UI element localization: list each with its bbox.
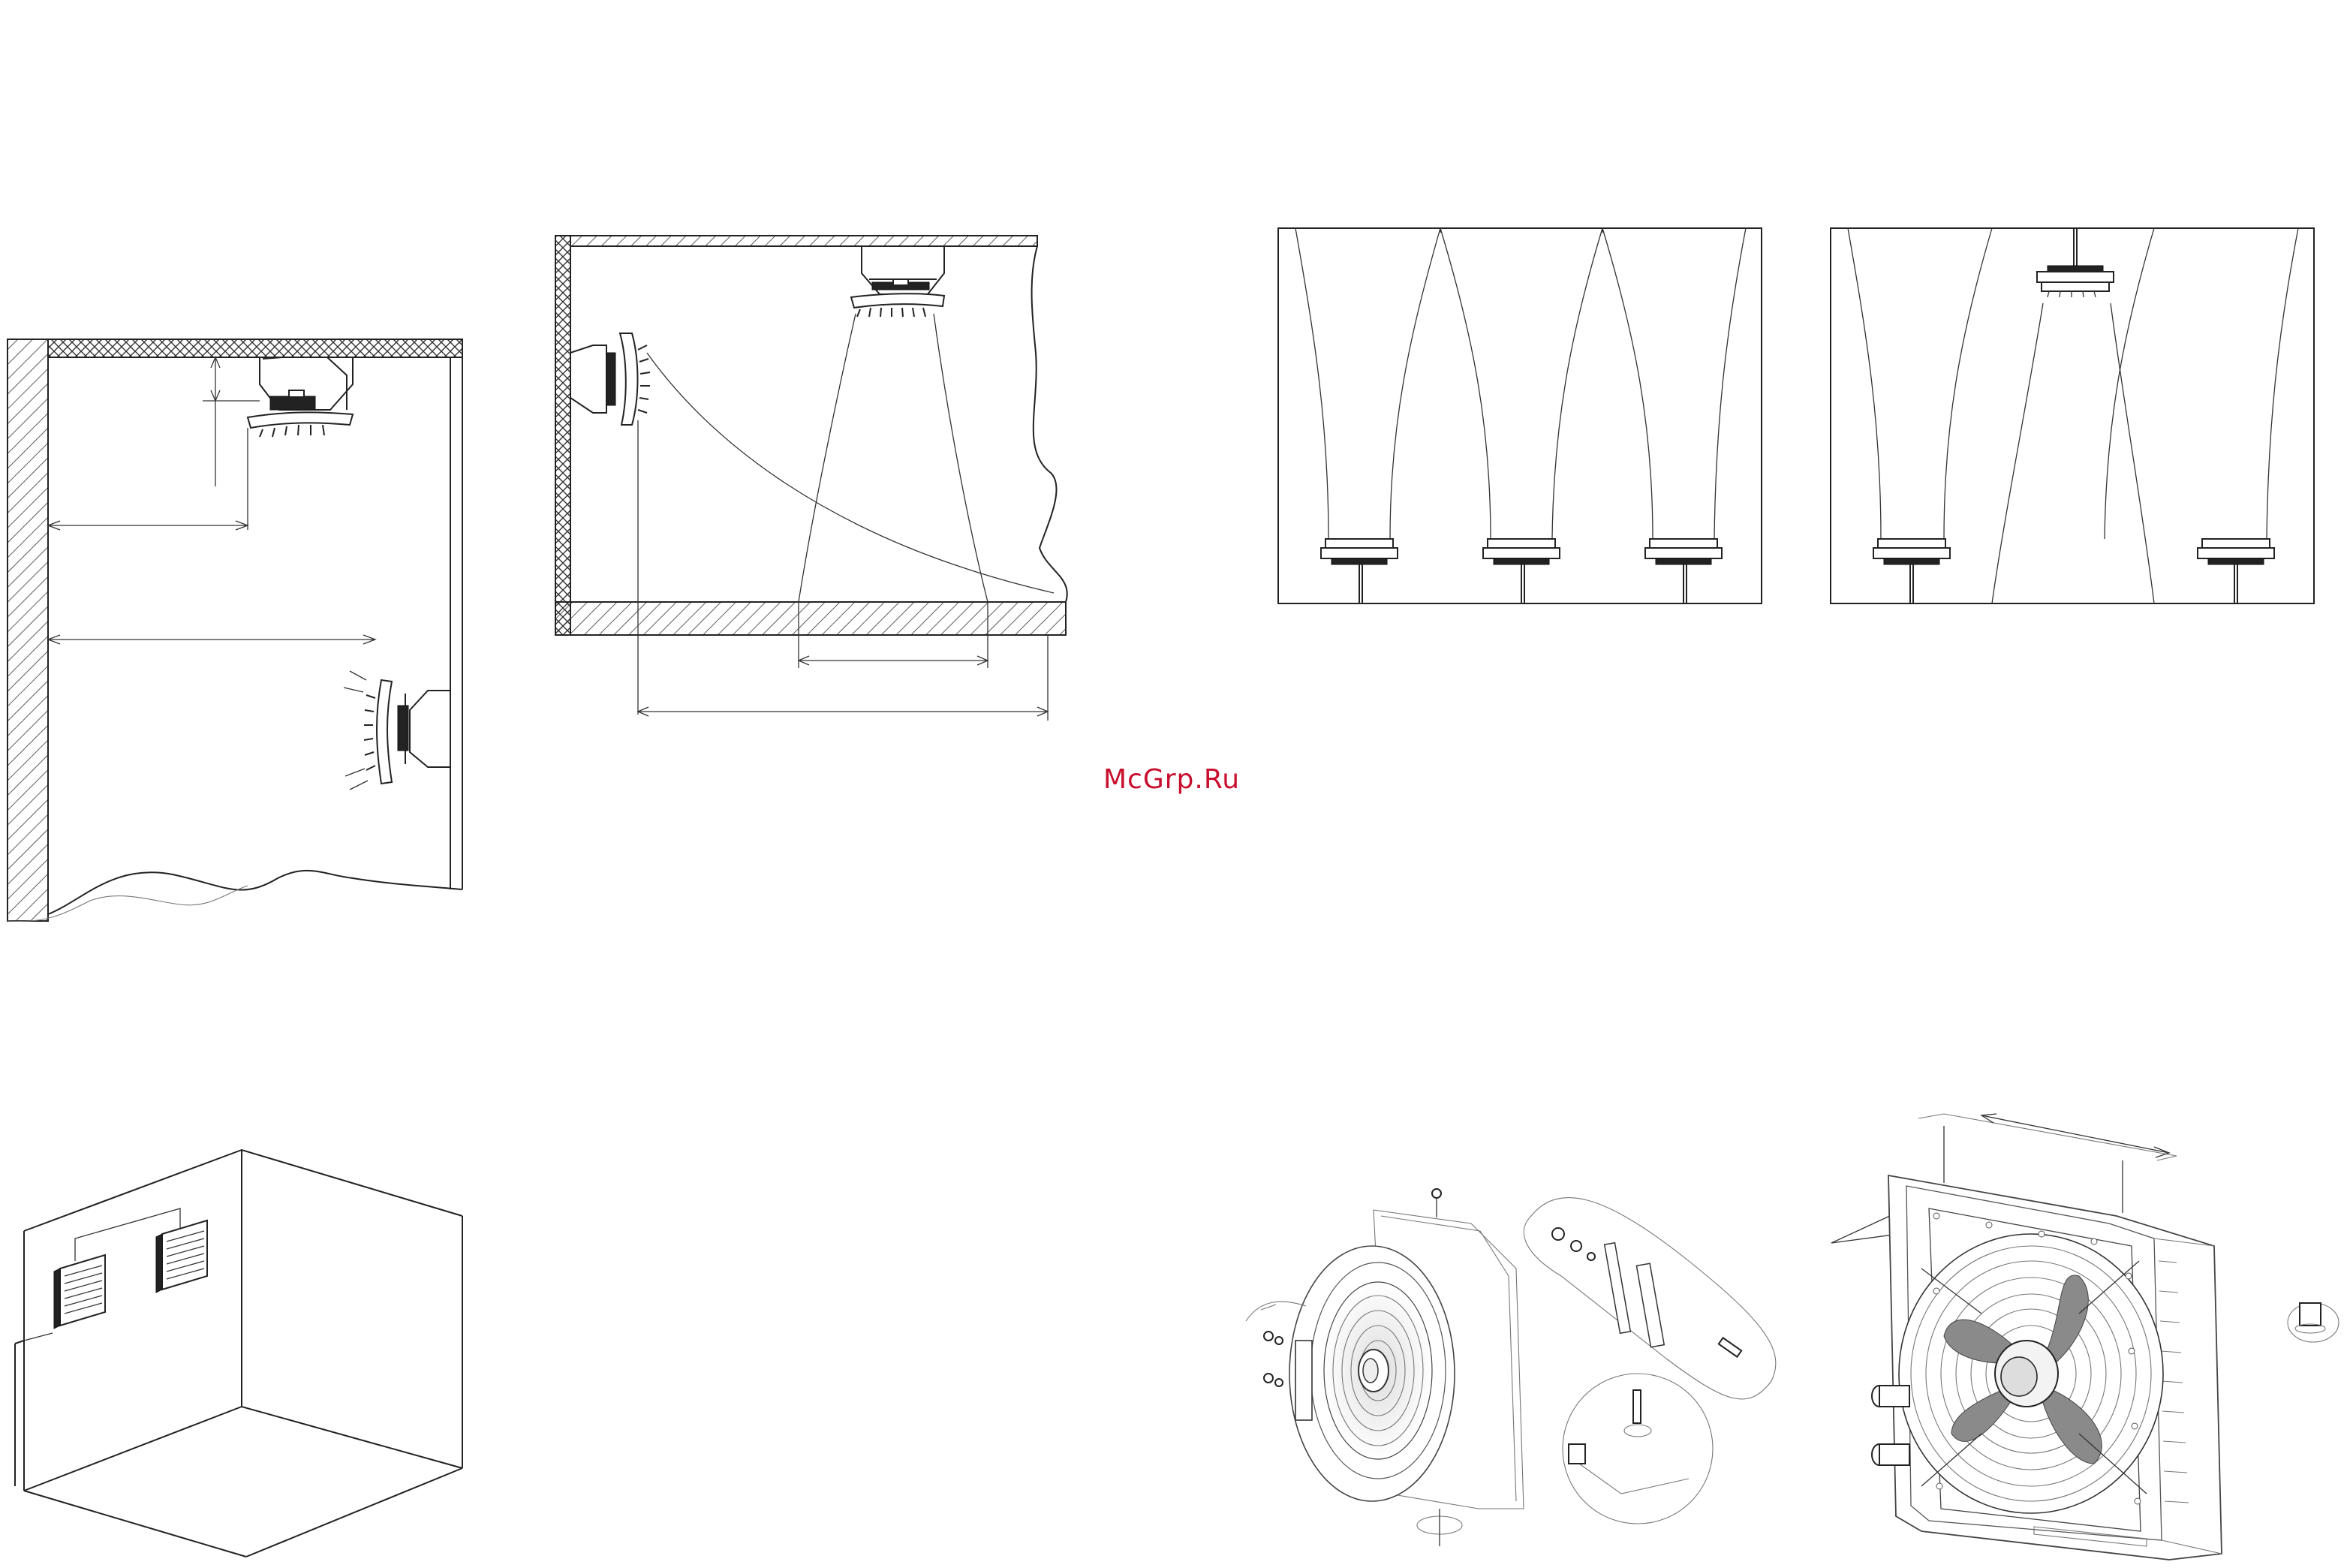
heater-unit-icon <box>1645 539 1722 603</box>
side-section-room <box>8 339 462 922</box>
room-isometric <box>15 1150 462 1557</box>
ceiling-mounted-heater-icon <box>248 357 353 437</box>
air-throw-section <box>555 236 1067 721</box>
wall-heater-icon <box>54 1255 105 1329</box>
wall-heater-icon <box>570 333 650 425</box>
ceiling-heater-icon <box>851 246 944 317</box>
fan-icon <box>1324 1282 1432 1459</box>
watermark: McGrp.Ru <box>1103 764 1240 795</box>
heater-unit-icon <box>2198 539 2274 603</box>
heater-unit-icon <box>1483 539 1560 603</box>
heater-unit-icon <box>1873 539 1950 603</box>
wall-mounted-heater-icon <box>344 671 450 790</box>
mounting-bracket-exploded-view <box>1246 1189 1776 1546</box>
heater-unit-icon <box>1321 539 1398 603</box>
alternating-units-air-pattern <box>1831 228 2314 603</box>
wall-heater-icon <box>156 1220 207 1293</box>
heater-unit-icon <box>2037 228 2114 297</box>
bolt-icon <box>1264 1332 1283 1386</box>
three-units-air-pattern <box>1278 228 1762 603</box>
fan-icon <box>1899 1234 2163 1513</box>
heater-front-view <box>1831 1114 2339 1560</box>
